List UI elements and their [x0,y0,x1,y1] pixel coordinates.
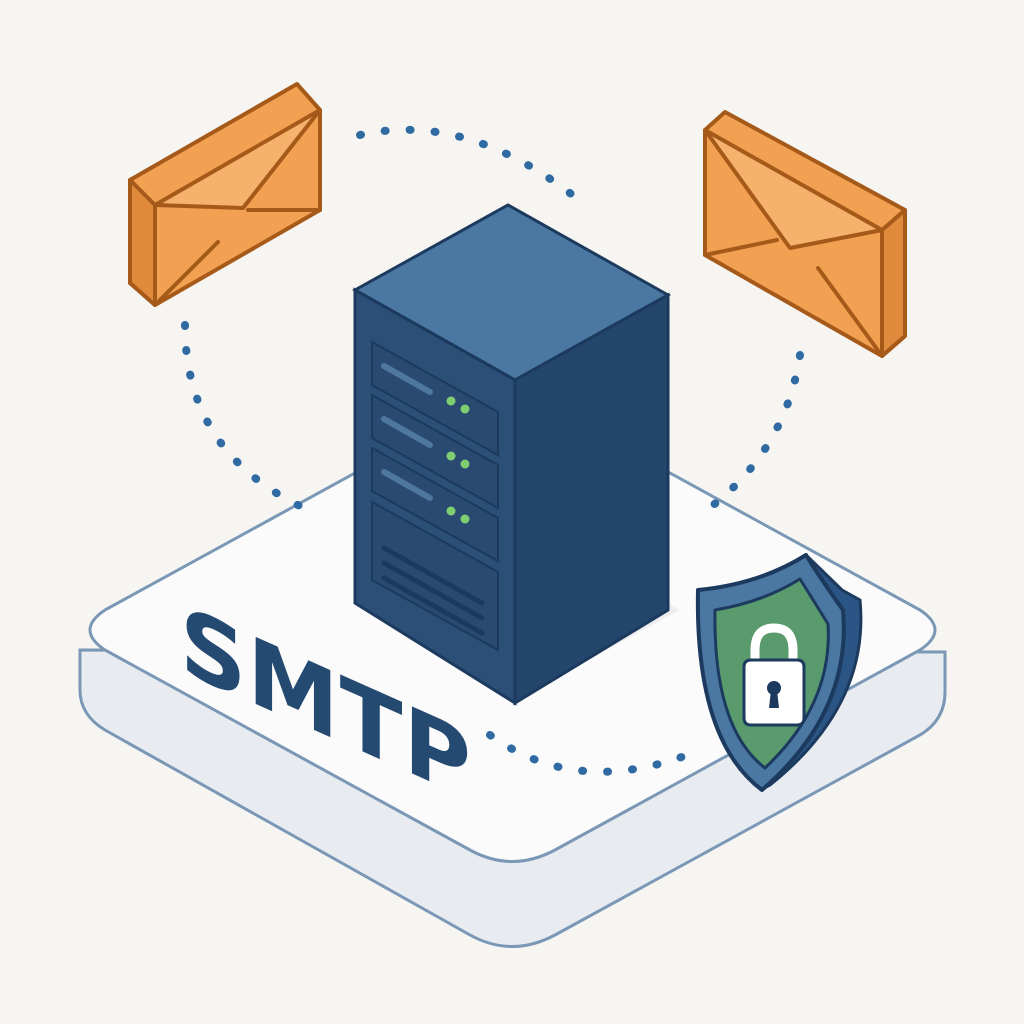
drive-slot-3 [381,469,433,501]
envelope-left-side [128,178,157,307]
vent-line [381,560,485,621]
server-panels [371,340,499,652]
status-leds [446,396,470,524]
status-led [446,396,456,406]
padlock-shackle [750,623,798,675]
path-bottom [486,731,704,776]
envelope-right-flap [703,128,884,250]
shield-lock-icon [695,553,863,792]
server-rack-icon [351,203,672,706]
envelope-left-flap [153,108,322,210]
envelope-left-fold [153,208,322,307]
envelope-icon [128,82,322,307]
status-led [460,404,470,414]
vent-lines [381,545,485,636]
vent-line [381,575,485,636]
envelope-right-side [880,208,907,358]
drive-slot-1 [381,363,433,395]
status-led [446,451,456,461]
envelope-right-fold [703,238,884,358]
path-right [696,351,804,519]
path-left [181,321,324,519]
status-led [460,514,470,524]
padlock-keyhole [767,681,781,695]
envelope-icon [703,110,907,358]
drive-slot-2 [381,416,433,448]
vent-line [381,545,485,606]
server-side [513,292,670,706]
padlock-keyhole-slot [769,690,779,708]
status-led [446,506,456,516]
status-led [460,459,470,469]
path-top [356,125,589,209]
server-panel-3 [371,446,499,563]
drive-slots [381,363,433,501]
mail-flow-path [181,125,804,776]
server-panel-2 [371,393,499,510]
server-panel-1 [371,340,499,457]
